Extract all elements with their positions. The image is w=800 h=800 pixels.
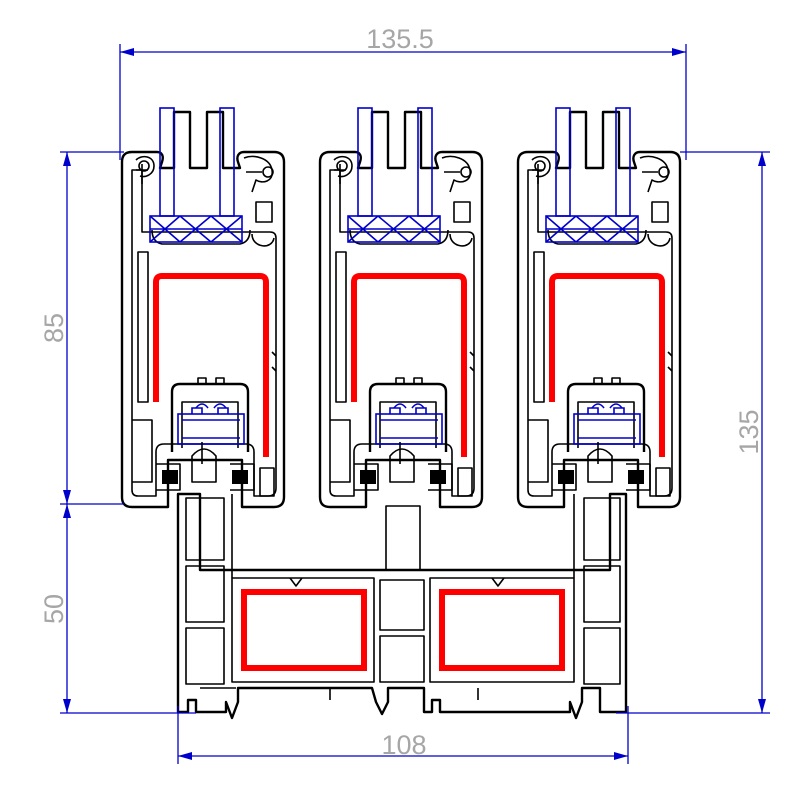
dimension-left-upper-label: 85 (39, 313, 69, 343)
dimension-left-lower-label: 50 (39, 594, 69, 624)
dimension-top-width-label: 135.5 (366, 24, 434, 54)
sash-middle (320, 108, 482, 507)
dimension-right-height-label: 135 (734, 409, 764, 454)
dimension-bottom-width: 108 (177, 706, 629, 764)
dimension-left-upper: 85 (39, 151, 124, 505)
dimension-left-lower: 50 (39, 504, 196, 714)
frame-profile (176, 492, 628, 720)
dimension-top-width: 135.5 (119, 24, 687, 160)
dimension-right-height: 135 (616, 151, 770, 714)
sash-right (518, 108, 680, 507)
sash-left (122, 108, 284, 507)
dimension-bottom-width-label: 108 (381, 730, 426, 760)
